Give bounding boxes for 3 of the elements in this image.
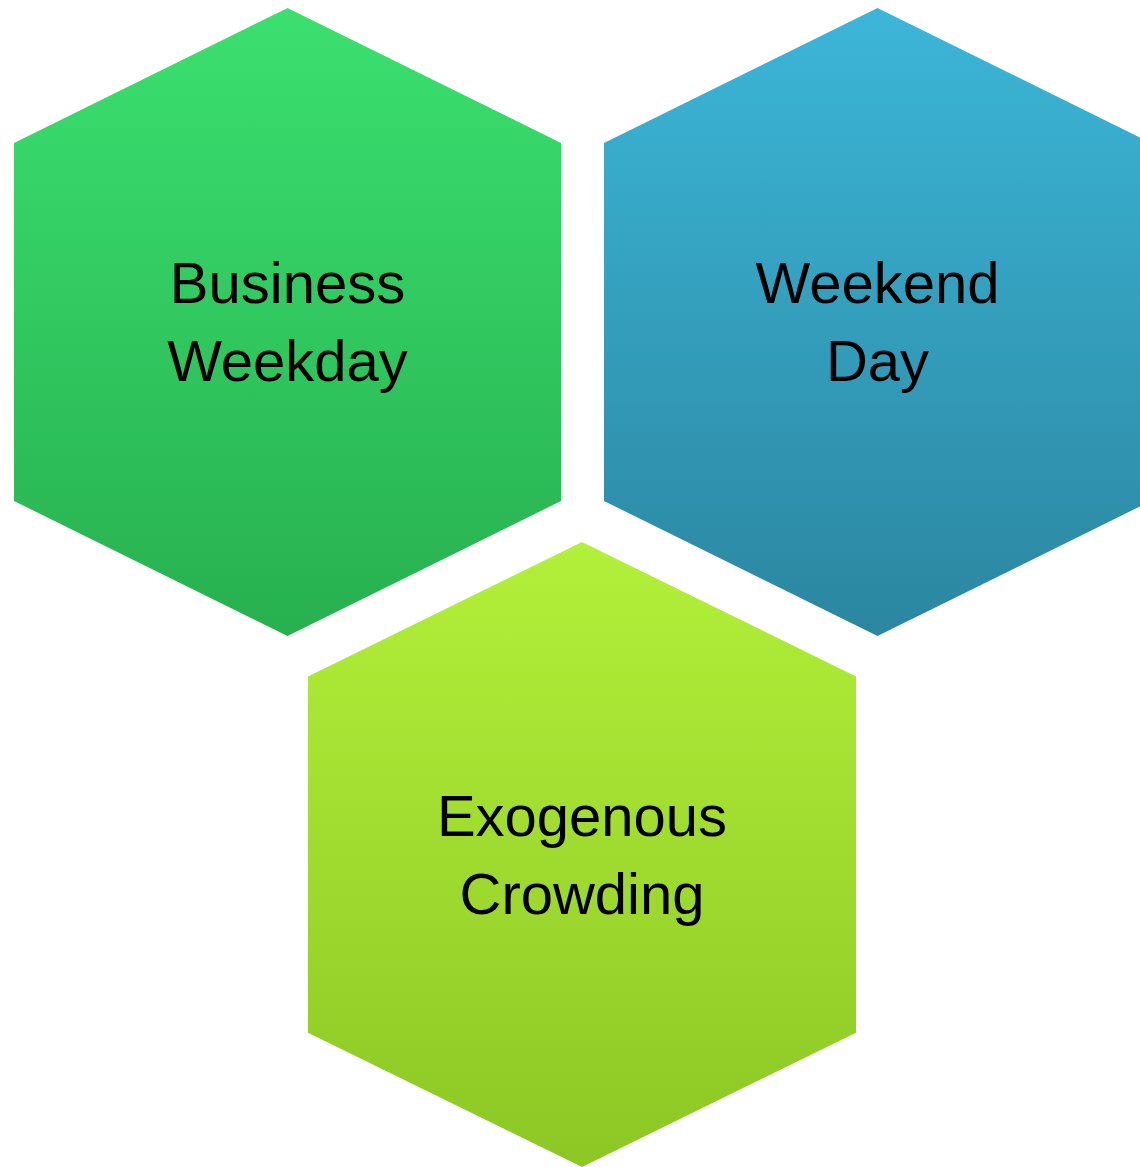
- tile-label: Weekend Day: [754, 249, 1001, 395]
- tile-label: Business Weekday: [166, 249, 409, 395]
- tile-label: Exogenous Crowding: [435, 781, 729, 928]
